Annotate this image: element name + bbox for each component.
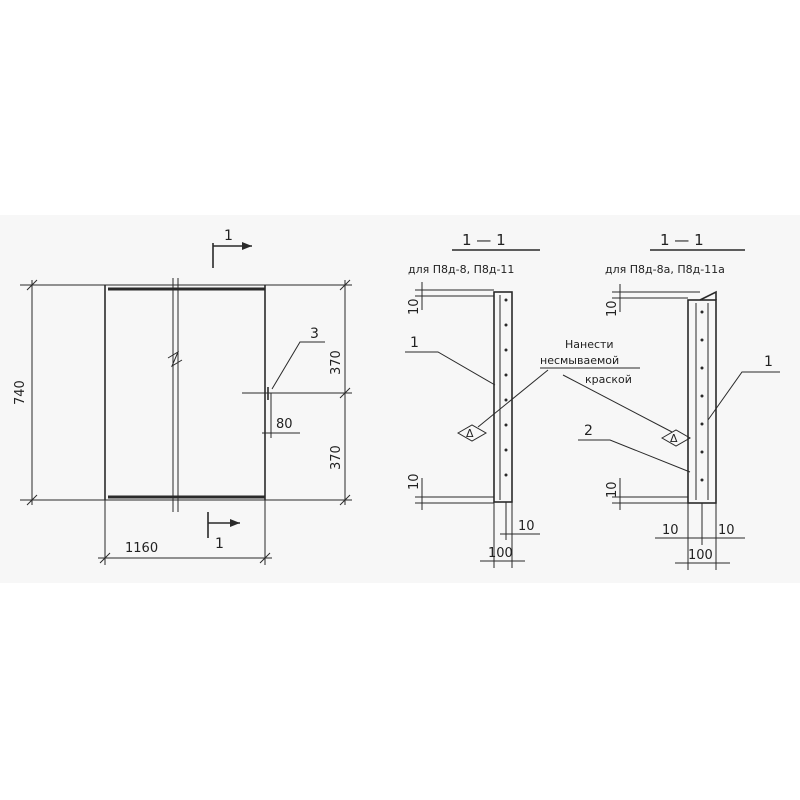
section-a-title: 1 — 1: [462, 231, 506, 249]
section-b-dim-right-label: 10: [718, 523, 735, 538]
section-b-dim-left-label: 10: [662, 523, 679, 538]
dim-370-top-label: 370: [329, 350, 344, 375]
section-b-holes: [700, 310, 704, 482]
note-line-3: краской: [585, 373, 632, 386]
dim-370-bottom-label: 370: [329, 445, 344, 470]
section-a-callout-label: 1: [410, 335, 419, 351]
dim-740-label: 740: [13, 380, 28, 405]
note-leader-a: [477, 369, 549, 428]
section-arrow-bottom-icon: [230, 519, 240, 527]
section-a-holes: [504, 298, 508, 477]
dim-370-tick-mid: [339, 387, 351, 399]
note-leader-b: [562, 374, 673, 433]
section-b-title: 1 — 1: [660, 231, 704, 249]
section-b-callout-1-label: 1: [764, 354, 773, 370]
section-mark-bottom-label: 1: [215, 536, 224, 552]
dim-1160-tick-right: [259, 552, 271, 564]
section-a: 1 — 1 для П8д-8, П8д-11 10 10 10 100 1: [405, 231, 540, 568]
section-b-callout-1-leader: [707, 371, 780, 421]
section-b-dim-width-label: 100: [688, 548, 713, 563]
plan-view: 1 1 740 1160 370 370 80: [13, 228, 352, 565]
section-a-element: [493, 291, 513, 503]
section-b-mark-diamond: [660, 429, 692, 447]
section-b-caption: для П8д-8а, П8д-11а: [605, 263, 725, 276]
section-a-triangle-icon: Δ: [466, 427, 474, 440]
section-mark-top-label: 1: [224, 228, 233, 244]
section-a-mark-diamond: [456, 424, 488, 442]
section-a-dim-bottom-label: 10: [407, 473, 422, 490]
section-a-callout-leader: [405, 351, 496, 386]
dim-740-tick-bottom: [26, 494, 38, 506]
section-b-dim-top-label: 10: [605, 300, 620, 317]
section-b-triangle-icon: Δ: [670, 432, 678, 445]
section-b-dim-bottom-label: 10: [605, 481, 620, 498]
section-b-callout-2-leader: [578, 439, 691, 473]
section-a-dim-top-label: 10: [407, 298, 422, 315]
dim-740-tick-top: [26, 279, 38, 291]
section-b: 1 — 1 для П8д-8а, П8д-11а 10 10 10 10 1: [578, 231, 780, 570]
section-b-callout-2-label: 2: [584, 423, 593, 439]
dim-80-label: 80: [276, 417, 293, 432]
section-arrow-top-icon: [242, 242, 252, 250]
note-line-2: несмываемой: [540, 354, 619, 367]
callout-3-leader: [271, 341, 325, 390]
dim-1160-tick-left: [99, 552, 111, 564]
section-a-caption: для П8д-8, П8д-11: [408, 263, 514, 276]
callout-3-label: 3: [310, 326, 319, 342]
dim-370-tick-bottom: [339, 494, 351, 506]
paint-note: Нанести несмываемой краской: [477, 338, 673, 433]
joint-break-mark: [167, 350, 183, 368]
paper-band: [0, 215, 800, 583]
section-b-top-cap: [699, 290, 717, 301]
dim-370-tick-top: [339, 279, 351, 291]
section-a-dim-width-label: 100: [488, 546, 513, 561]
section-a-dim-right-label: 10: [518, 519, 535, 534]
note-line-1: Нанести: [565, 338, 614, 351]
dim-1160-label: 1160: [125, 541, 158, 556]
